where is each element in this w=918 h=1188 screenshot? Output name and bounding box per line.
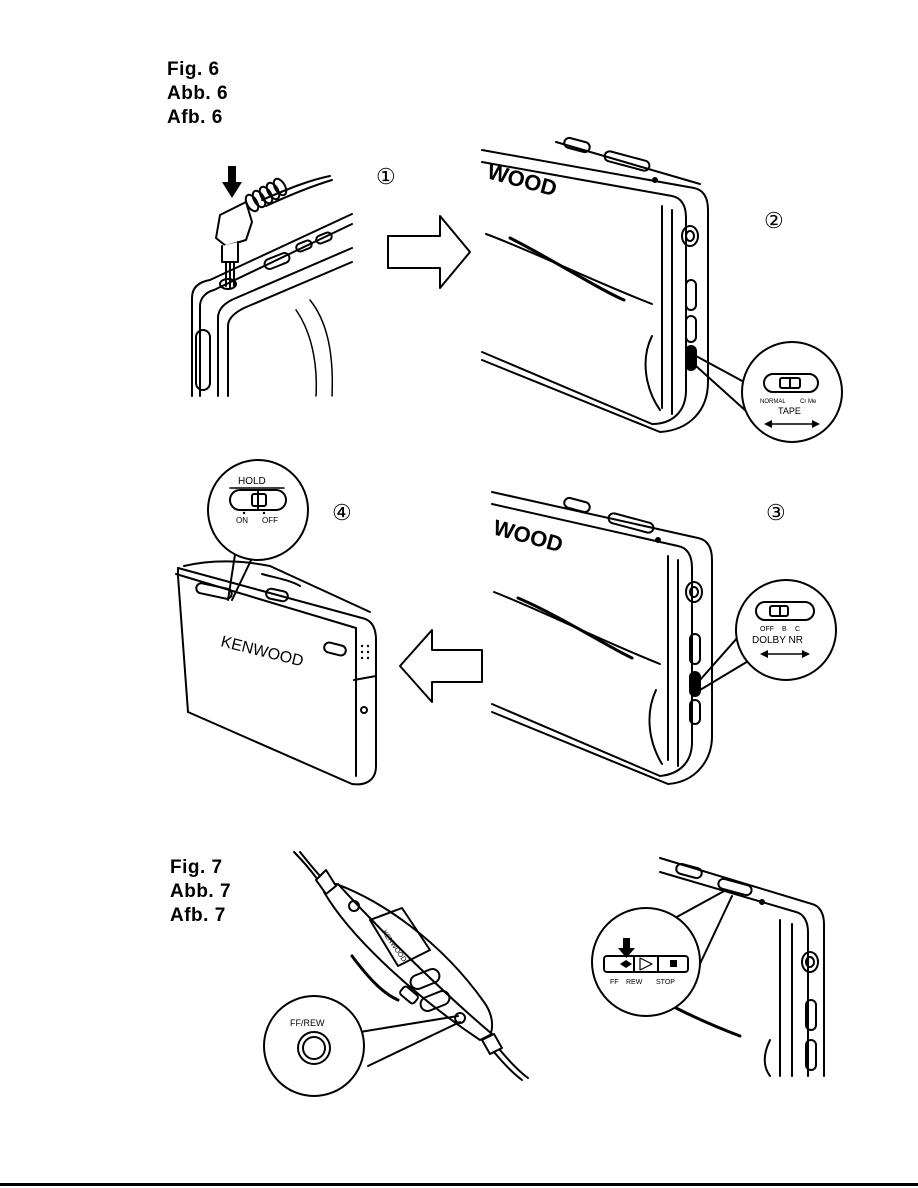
dolby-switch-off: OFF <box>760 626 774 633</box>
step2-illustration: WOOD NORMAL Cr Me TAPE <box>481 136 843 443</box>
brand-logo-step3: WOOD <box>491 515 566 557</box>
play-icon <box>639 957 653 971</box>
fig7-label-block: Fig. 7 Abb. 7 Afb. 7 <box>170 856 231 928</box>
ff-rew-icon <box>620 960 632 968</box>
tape-switch-title: TAPE <box>778 406 801 416</box>
press-arrow-icon <box>618 938 635 958</box>
insert-arrow-icon <box>222 166 242 198</box>
transport-rew-label: REW <box>626 979 643 986</box>
hold-switch-on: ON <box>236 516 248 525</box>
arrow-right-icon <box>387 215 471 289</box>
brand-logo-step2: WOOD <box>485 159 560 201</box>
step1-illustration <box>191 166 353 397</box>
plug-strain-relief <box>244 177 288 213</box>
tape-switch-crme: Cr Me <box>800 399 817 405</box>
arrow-left-icon <box>399 629 483 703</box>
step-number-3: ③ <box>766 500 786 525</box>
dolby-switch-c: C <box>795 626 800 633</box>
tape-switch-normal: NORMAL <box>760 399 786 405</box>
dolby-switch-b: B <box>782 626 787 633</box>
transport-stop-label: STOP <box>656 979 675 986</box>
fig6-label-nl: Afb. 6 <box>167 107 223 128</box>
fig6-label-en: Fig. 6 <box>167 59 220 80</box>
page-bottom-rule <box>0 1183 918 1186</box>
double-arrow-icon <box>764 420 820 428</box>
transport-ff-label: FF <box>610 979 619 986</box>
double-arrow-icon <box>760 650 810 658</box>
fig7-label-en: Fig. 7 <box>170 857 223 878</box>
dolby-switch-title: DOLBY NR <box>752 635 803 646</box>
fig6-label-block: Fig. 6 Abb. 6 Afb. 6 <box>167 58 228 130</box>
step-number-2: ② <box>764 208 784 233</box>
hold-switch-title: HOLD <box>238 476 266 487</box>
plug-body <box>215 201 253 247</box>
transport-device-illustration: FF REW STOP <box>591 857 825 1077</box>
remote-control-illustration: KENWOOD FF/REW <box>263 851 529 1097</box>
stop-icon <box>670 960 677 967</box>
remote-ffrew-label: FF/REW <box>290 1018 325 1028</box>
device-corner-step1 <box>191 213 353 397</box>
brand-logo-step4: KENWOOD <box>219 633 305 670</box>
fig7-label-de: Abb. 7 <box>170 881 232 902</box>
fig6-label-de: Abb. 6 <box>167 83 229 104</box>
hold-switch-off: OFF <box>262 516 278 525</box>
step-number-4: ④ <box>332 500 352 525</box>
step4-illustration: KENWOOD HOLD ON OFF <box>175 459 377 786</box>
step-number-1: ① <box>376 164 396 189</box>
step3-illustration: WOOD OFF B C DOLBY NR <box>491 491 837 785</box>
fig7-label-nl: Afb. 7 <box>170 905 226 926</box>
